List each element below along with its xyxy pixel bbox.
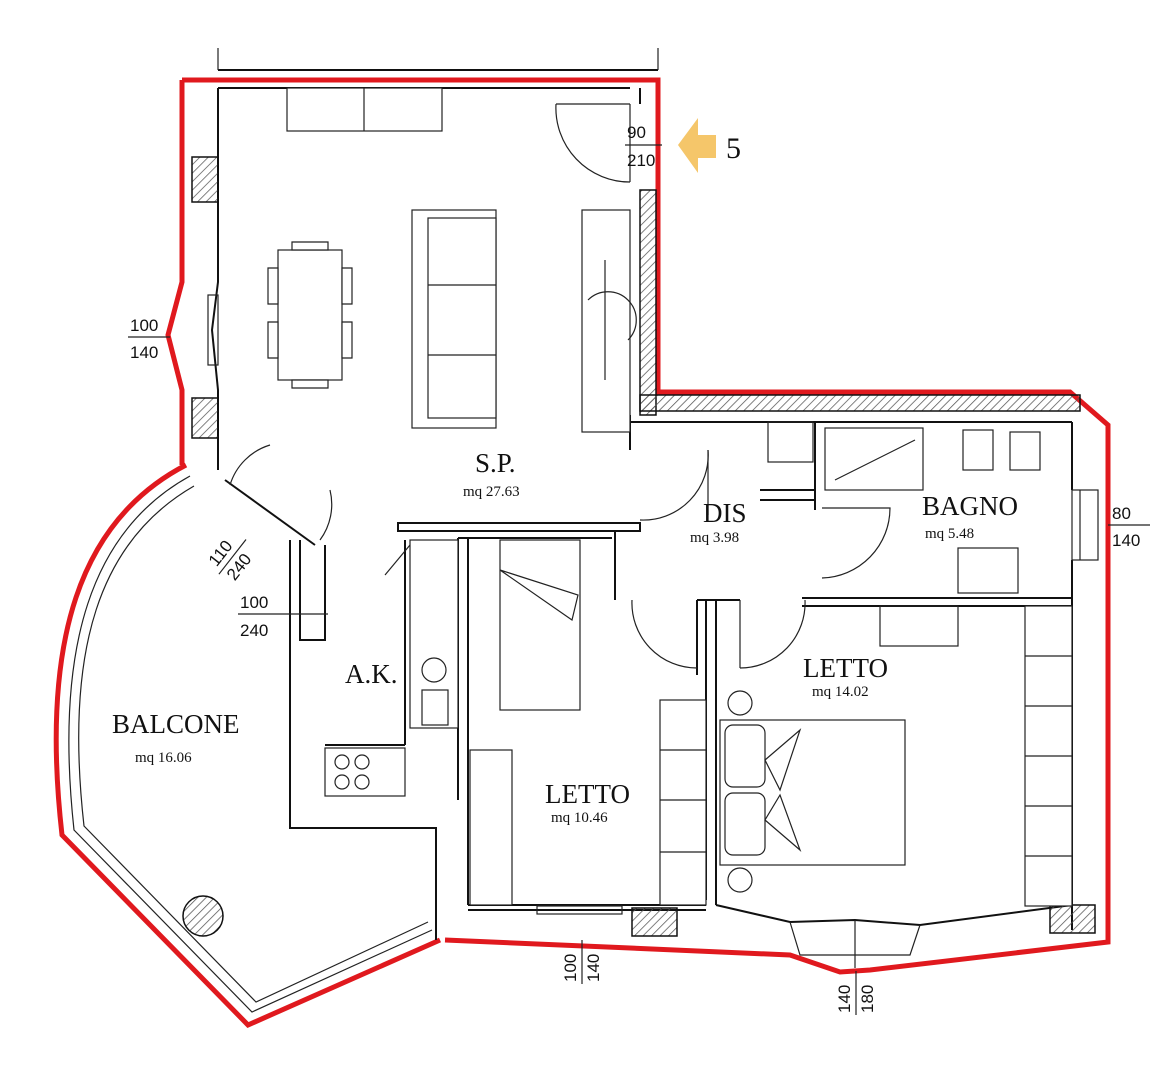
dim-window-letto-2: 100 140 xyxy=(561,940,603,984)
sofa xyxy=(411,209,497,429)
dim-door-ak-width: 100 xyxy=(240,593,268,612)
dim-window-bagno-width: 80 xyxy=(1112,504,1131,523)
dim-window-sp-width: 100 xyxy=(130,316,158,335)
room-name-balcone: BALCONE xyxy=(112,709,240,739)
room-name-sp: S.P. xyxy=(475,448,516,478)
apartment-outline xyxy=(165,77,1111,975)
room-area-bagno: mq 5.48 xyxy=(925,526,974,542)
doors xyxy=(224,103,891,669)
dim-entry-height: 210 xyxy=(627,151,655,170)
room-area-dis: mq 3.98 xyxy=(690,530,739,546)
dining-table xyxy=(267,241,353,389)
bed-letto-1 xyxy=(719,605,959,893)
room-name-letto-2: LETTO xyxy=(545,779,630,809)
dim-window-sp-height: 140 xyxy=(130,343,158,362)
room-area-letto-2: mq 10.46 xyxy=(551,810,608,826)
dim-window-letto-2-width: 100 xyxy=(561,954,580,982)
dim-window-letto-1-height: 180 xyxy=(858,985,877,1013)
entry-marker: 5 xyxy=(678,118,741,173)
dim-window-letto-1-width: 140 xyxy=(835,985,854,1013)
dim-door-balcone: 110 240 xyxy=(205,537,256,584)
room-name-letto-1: LETTO xyxy=(803,653,888,683)
bed-letto-2 xyxy=(499,539,581,711)
top-cabinet xyxy=(286,87,443,132)
wardrobes xyxy=(469,605,1073,907)
structural-columns xyxy=(182,156,1096,937)
balcony-railing xyxy=(53,462,442,1028)
upper-wall-line xyxy=(217,48,659,71)
dim-window-bagno: 80 140 xyxy=(1108,504,1150,550)
dim-entry-door: 90 210 xyxy=(625,123,662,170)
dim-entry-width: 90 xyxy=(627,123,646,142)
dim-door-ak: 100 240 xyxy=(238,593,328,640)
room-area-letto-1: mq 14.02 xyxy=(812,684,869,700)
windows xyxy=(207,294,1099,968)
dim-window-sp: 100 140 xyxy=(128,316,170,362)
room-area-sp: mq 27.63 xyxy=(463,484,520,500)
room-name-bagno: BAGNO xyxy=(922,491,1018,521)
entry-number: 5 xyxy=(726,132,741,165)
dim-window-letto-2-height: 140 xyxy=(584,954,603,982)
room-area-balcone: mq 16.06 xyxy=(135,750,192,766)
dim-window-bagno-height: 140 xyxy=(1112,531,1140,550)
dim-door-ak-height: 240 xyxy=(240,621,268,640)
room-name-dis: DIS xyxy=(703,498,747,528)
bathroom-fixtures xyxy=(767,421,1041,594)
tv-unit xyxy=(581,209,637,433)
room-name-ak: A.K. xyxy=(345,659,398,689)
kitchen-units xyxy=(324,539,459,797)
entry-arrow-icon xyxy=(678,118,716,173)
dim-window-letto-1: 140 180 xyxy=(835,971,877,1015)
